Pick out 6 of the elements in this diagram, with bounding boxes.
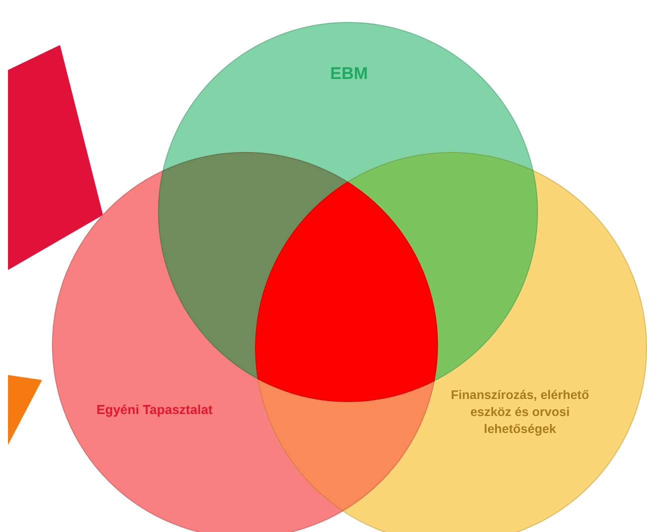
venn-circle xyxy=(52,152,438,532)
circle-label: Egyéni Tapasztalat xyxy=(95,401,214,419)
circle-label: EBM xyxy=(329,63,369,85)
venn-circle xyxy=(255,152,647,532)
circle-label: Finanszírozás, elérhető eszköz és orvosi lehetőségek xyxy=(450,387,590,438)
venn-circle xyxy=(158,22,538,402)
